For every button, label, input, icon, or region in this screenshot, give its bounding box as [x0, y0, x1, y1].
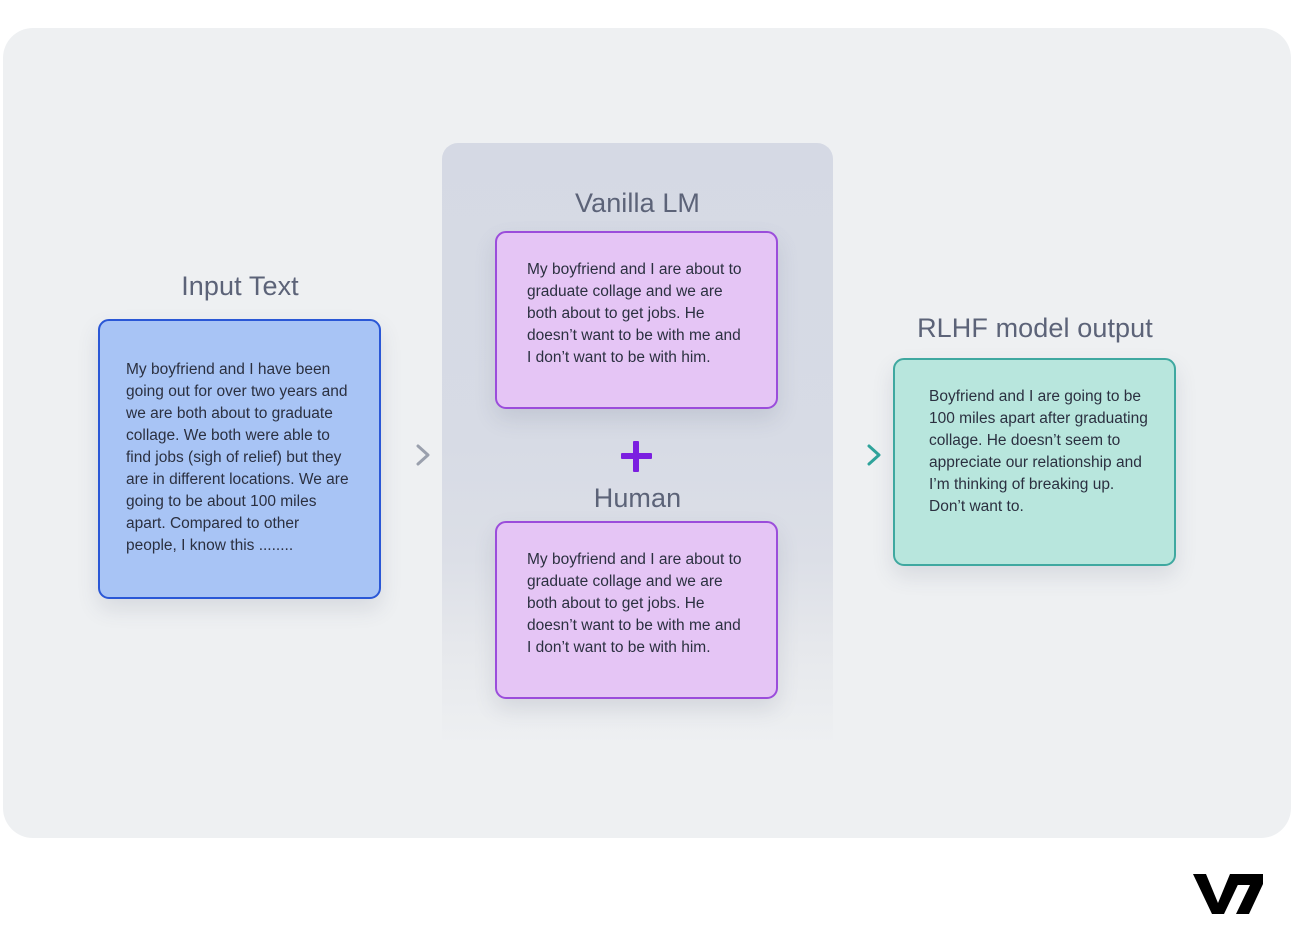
rlhf-output-heading: RLHF model output: [917, 313, 1153, 343]
input-text-content: My boyfriend and I have been going out f…: [126, 361, 349, 554]
rlhf-output-card: Boyfriend and I are going to be 100 mile…: [893, 358, 1176, 566]
human-text-content: My boyfriend and I are about to graduate…: [527, 551, 742, 656]
v7-logo: [1193, 874, 1263, 914]
vanilla-lm-heading: Vanilla LM: [574, 188, 701, 218]
arrow-right-icon-input-to-model: [382, 444, 430, 466]
input-text-heading: Input Text: [181, 271, 299, 301]
plus-icon: [621, 441, 652, 472]
vanilla-lm-text-content: My boyfriend and I are about to graduate…: [527, 261, 742, 366]
human-heading: Human: [593, 483, 682, 513]
arrow-right-icon-model-to-output: [833, 444, 881, 466]
rlhf-output-text-content: Boyfriend and I are going to be 100 mile…: [929, 388, 1148, 515]
vanilla-lm-card: My boyfriend and I are about to graduate…: [495, 231, 778, 409]
input-text-card: My boyfriend and I have been going out f…: [98, 319, 381, 599]
human-card: My boyfriend and I are about to graduate…: [495, 521, 778, 699]
